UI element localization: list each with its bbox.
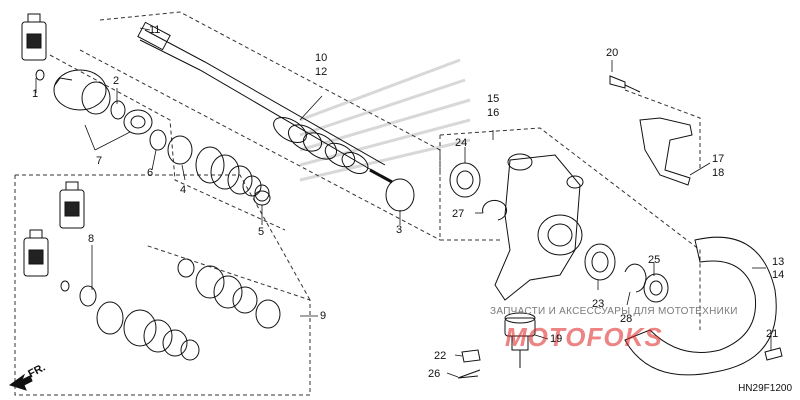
wing-logo-watermark (299, 58, 471, 182)
bracket (639, 117, 693, 186)
nut-22 (461, 349, 481, 363)
snap-ring-28 (624, 263, 647, 293)
callout-9: 9 (320, 310, 327, 322)
watermark-logo: MOTOFOKS (505, 322, 663, 352)
callout-13: 13 (772, 256, 785, 268)
callout-19: 19 (550, 333, 563, 345)
grease-tube-low (23, 229, 49, 277)
bearing-23 (584, 243, 616, 281)
callout-26: 26 (428, 368, 441, 380)
dust-shield (624, 236, 777, 376)
snap-ring-27 (482, 199, 508, 221)
ring-6 (149, 129, 167, 151)
seal-25 (643, 273, 669, 303)
drive-shaft (137, 21, 393, 184)
boot (195, 146, 270, 202)
callout-12: 12 (315, 66, 328, 78)
callout-1: 1 (32, 88, 39, 100)
callout-10: 10 (315, 52, 328, 64)
callout-7: 7 (96, 155, 103, 167)
callout-17: 17 (712, 153, 725, 165)
knuckle (494, 153, 584, 301)
lower-axle-kit (60, 258, 281, 361)
callout-14: 14 (772, 269, 785, 281)
boot-band-3 (385, 178, 415, 212)
callout-20: 20 (606, 47, 619, 59)
watermark-text: ЗАПЧАСТИ И АКСЕССУАРЫ ДЛЯ МОТОТЕХНИКИ (490, 306, 738, 317)
callout-4: 4 (180, 184, 187, 196)
boot-band-4 (167, 135, 193, 165)
grease-tube-top (21, 13, 47, 61)
bearing-24 (449, 162, 481, 198)
ball-joint (504, 312, 536, 368)
callout-6: 6 (147, 167, 154, 179)
callout-15: 15 (487, 93, 500, 105)
callout-22: 22 (434, 350, 447, 362)
leader-lines (35, 27, 772, 378)
callout-25: 25 (648, 254, 661, 266)
callout-23: 23 (592, 298, 605, 310)
outer-joint (35, 69, 111, 115)
diagram-code: HN29F1200 (738, 383, 792, 394)
callout-28: 28 (620, 313, 633, 325)
callout-11: 11 (149, 24, 161, 36)
callout-27: 27 (452, 208, 465, 220)
bearing-cage-7 (123, 109, 153, 135)
cotter-pin-26 (457, 369, 481, 379)
snap-ring-2 (110, 100, 126, 120)
grease-tube-mid (59, 181, 85, 229)
bolt-21 (764, 347, 783, 361)
callout-3: 3 (396, 224, 403, 236)
callout-8: 8 (88, 233, 95, 245)
group-outlines (14, 11, 701, 396)
callout-5: 5 (258, 226, 265, 238)
front-arrow-icon (8, 373, 33, 391)
bolt-20 (609, 75, 641, 93)
callout-2: 2 (113, 75, 120, 87)
callout-16: 16 (487, 107, 500, 119)
callout-24: 24 (455, 137, 468, 149)
callout-18: 18 (712, 167, 725, 179)
callout-21: 21 (766, 328, 779, 340)
